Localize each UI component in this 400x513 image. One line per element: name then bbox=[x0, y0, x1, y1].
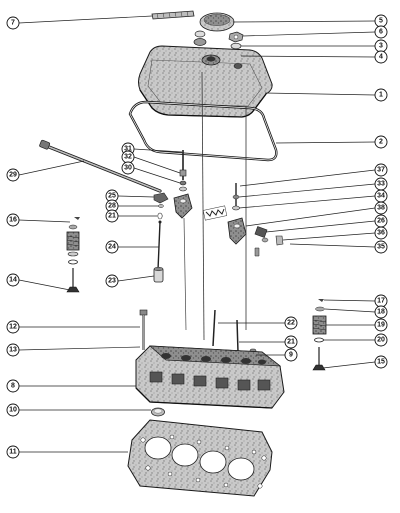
part-lifter bbox=[153, 266, 164, 283]
svg-text:34: 34 bbox=[377, 193, 385, 200]
callout-11: 11 bbox=[6, 445, 20, 459]
svg-text:36: 36 bbox=[377, 230, 385, 237]
svg-text:10: 10 bbox=[9, 407, 17, 414]
callout-19: 19 bbox=[374, 318, 388, 332]
part-head-gasket bbox=[127, 419, 273, 497]
svg-text:14: 14 bbox=[9, 277, 17, 284]
callout-12: 12 bbox=[6, 320, 20, 334]
svg-text:1: 1 bbox=[379, 92, 383, 99]
callout-7: 7 bbox=[6, 16, 20, 30]
svg-text:15: 15 bbox=[377, 359, 385, 366]
callout-25: 25 bbox=[105, 189, 119, 203]
callout-14: 14 bbox=[6, 273, 20, 287]
part-cylinder-head bbox=[135, 345, 285, 409]
part-long-pushrods bbox=[183, 71, 247, 357]
svg-text:17: 17 bbox=[377, 298, 385, 305]
callout-21-upper: 21 bbox=[105, 209, 119, 223]
part-washers-left bbox=[193, 30, 207, 46]
callout-3: 3 bbox=[374, 39, 388, 53]
part-spring-small bbox=[202, 205, 228, 221]
callout-group: 7 5 6 3 4 1 2 29 31 32 30 25 28 21 16 24… bbox=[6, 14, 388, 459]
callout-34: 34 bbox=[374, 189, 388, 203]
part-valve-assembly-right bbox=[312, 299, 327, 371]
svg-text:4: 4 bbox=[379, 54, 383, 61]
callout-2: 2 bbox=[374, 135, 388, 149]
svg-text:8: 8 bbox=[11, 383, 15, 390]
callout-24: 24 bbox=[105, 240, 119, 254]
callout-20: 20 bbox=[374, 333, 388, 347]
callout-35: 35 bbox=[374, 240, 388, 254]
callout-18: 18 bbox=[374, 305, 388, 319]
callout-15: 15 bbox=[374, 355, 388, 369]
svg-text:6: 6 bbox=[379, 29, 383, 36]
callout-22: 22 bbox=[284, 316, 298, 330]
callout-30: 30 bbox=[121, 161, 135, 175]
callout-1: 1 bbox=[374, 88, 388, 102]
callout-17: 17 bbox=[374, 294, 388, 308]
svg-text:11: 11 bbox=[9, 449, 17, 456]
callout-33: 33 bbox=[374, 177, 388, 191]
part-valve-cover bbox=[138, 45, 273, 118]
callout-29: 29 bbox=[6, 168, 20, 182]
callout-6: 6 bbox=[374, 25, 388, 39]
svg-text:23: 23 bbox=[108, 278, 116, 285]
part-rocker-stud-left bbox=[179, 150, 187, 192]
svg-text:28: 28 bbox=[108, 203, 116, 210]
svg-text:21: 21 bbox=[108, 213, 116, 220]
part-filler-strip bbox=[151, 10, 195, 20]
svg-text:26: 26 bbox=[377, 218, 385, 225]
svg-text:37: 37 bbox=[377, 167, 385, 174]
callout-23: 23 bbox=[105, 274, 119, 288]
callout-16: 16 bbox=[6, 213, 20, 227]
callout-5: 5 bbox=[374, 14, 388, 28]
part-nut bbox=[228, 31, 244, 43]
svg-text:13: 13 bbox=[9, 347, 17, 354]
callout-9: 9 bbox=[284, 348, 298, 362]
svg-text:25: 25 bbox=[108, 193, 116, 200]
part-freeze-plug bbox=[151, 407, 165, 417]
svg-text:16: 16 bbox=[9, 217, 17, 224]
svg-text:32: 32 bbox=[124, 154, 132, 161]
svg-text:7: 7 bbox=[11, 20, 15, 27]
callout-13: 13 bbox=[6, 343, 20, 357]
part-small-pieces-left bbox=[153, 192, 169, 220]
svg-text:2: 2 bbox=[379, 139, 383, 146]
svg-text:22: 22 bbox=[287, 320, 295, 327]
svg-text:29: 29 bbox=[9, 172, 17, 179]
callout-8: 8 bbox=[6, 379, 20, 393]
part-head-bolt bbox=[139, 309, 148, 350]
svg-text:5: 5 bbox=[379, 18, 383, 25]
svg-text:24: 24 bbox=[108, 244, 116, 251]
callout-37: 37 bbox=[374, 163, 388, 177]
callout-4: 4 bbox=[374, 50, 388, 64]
part-rocker-assembly-right bbox=[227, 183, 284, 257]
part-pushrod-left bbox=[157, 220, 162, 271]
callout-21-lower: 21 bbox=[284, 335, 298, 349]
svg-text:20: 20 bbox=[377, 337, 385, 344]
callout-32: 32 bbox=[121, 150, 135, 164]
part-filler-cap bbox=[199, 12, 235, 32]
part-rocker-arm-left bbox=[173, 193, 193, 219]
svg-text:18: 18 bbox=[377, 309, 385, 316]
callout-10: 10 bbox=[6, 403, 20, 417]
svg-text:3: 3 bbox=[379, 43, 383, 50]
svg-text:38: 38 bbox=[377, 205, 385, 212]
part-valve-assembly-left bbox=[66, 217, 80, 293]
svg-text:21: 21 bbox=[287, 339, 295, 346]
part-rocker-shaft bbox=[39, 139, 162, 193]
callout-26: 26 bbox=[374, 214, 388, 228]
callout-36: 36 bbox=[374, 226, 388, 240]
callout-38-right: 38 bbox=[374, 201, 388, 215]
svg-text:19: 19 bbox=[377, 322, 385, 329]
leader-lines bbox=[18, 15, 376, 453]
svg-text:30: 30 bbox=[124, 165, 132, 172]
svg-text:35: 35 bbox=[377, 244, 385, 251]
svg-text:9: 9 bbox=[289, 352, 293, 359]
svg-text:31: 31 bbox=[124, 146, 132, 153]
svg-text:12: 12 bbox=[9, 324, 17, 331]
svg-text:33: 33 bbox=[377, 181, 385, 188]
